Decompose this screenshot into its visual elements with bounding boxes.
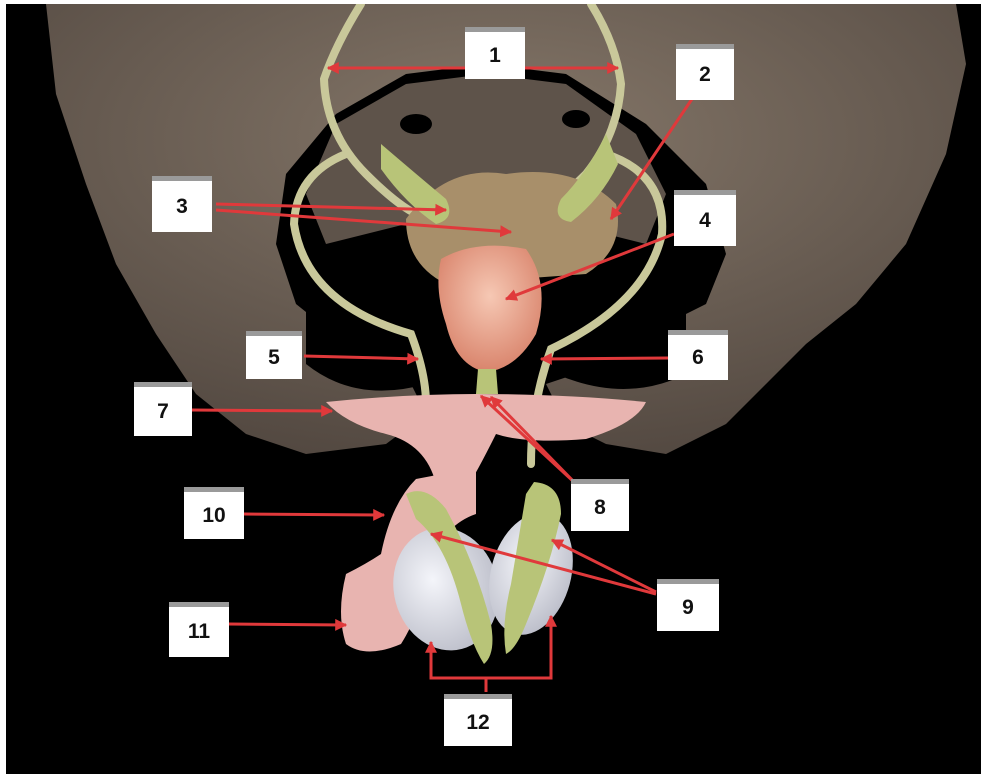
- label-6: 6: [668, 330, 728, 380]
- label-7: 7: [134, 382, 192, 436]
- label-11: 11: [169, 602, 229, 657]
- label-10: 10: [184, 487, 244, 539]
- prostate: [438, 246, 541, 372]
- urethra: [476, 369, 498, 394]
- label-9: 9: [657, 579, 719, 631]
- anatomy-figure: 1 2 3 4 5 6 7 8 9 10 11 12: [6, 4, 981, 774]
- label-1: 1: [465, 27, 525, 79]
- label-5: 5: [246, 331, 302, 379]
- label-3: 3: [152, 176, 212, 232]
- label-12: 12: [444, 694, 512, 746]
- label-8: 8: [571, 479, 629, 531]
- label-2: 2: [676, 44, 734, 100]
- label-4: 4: [674, 190, 736, 246]
